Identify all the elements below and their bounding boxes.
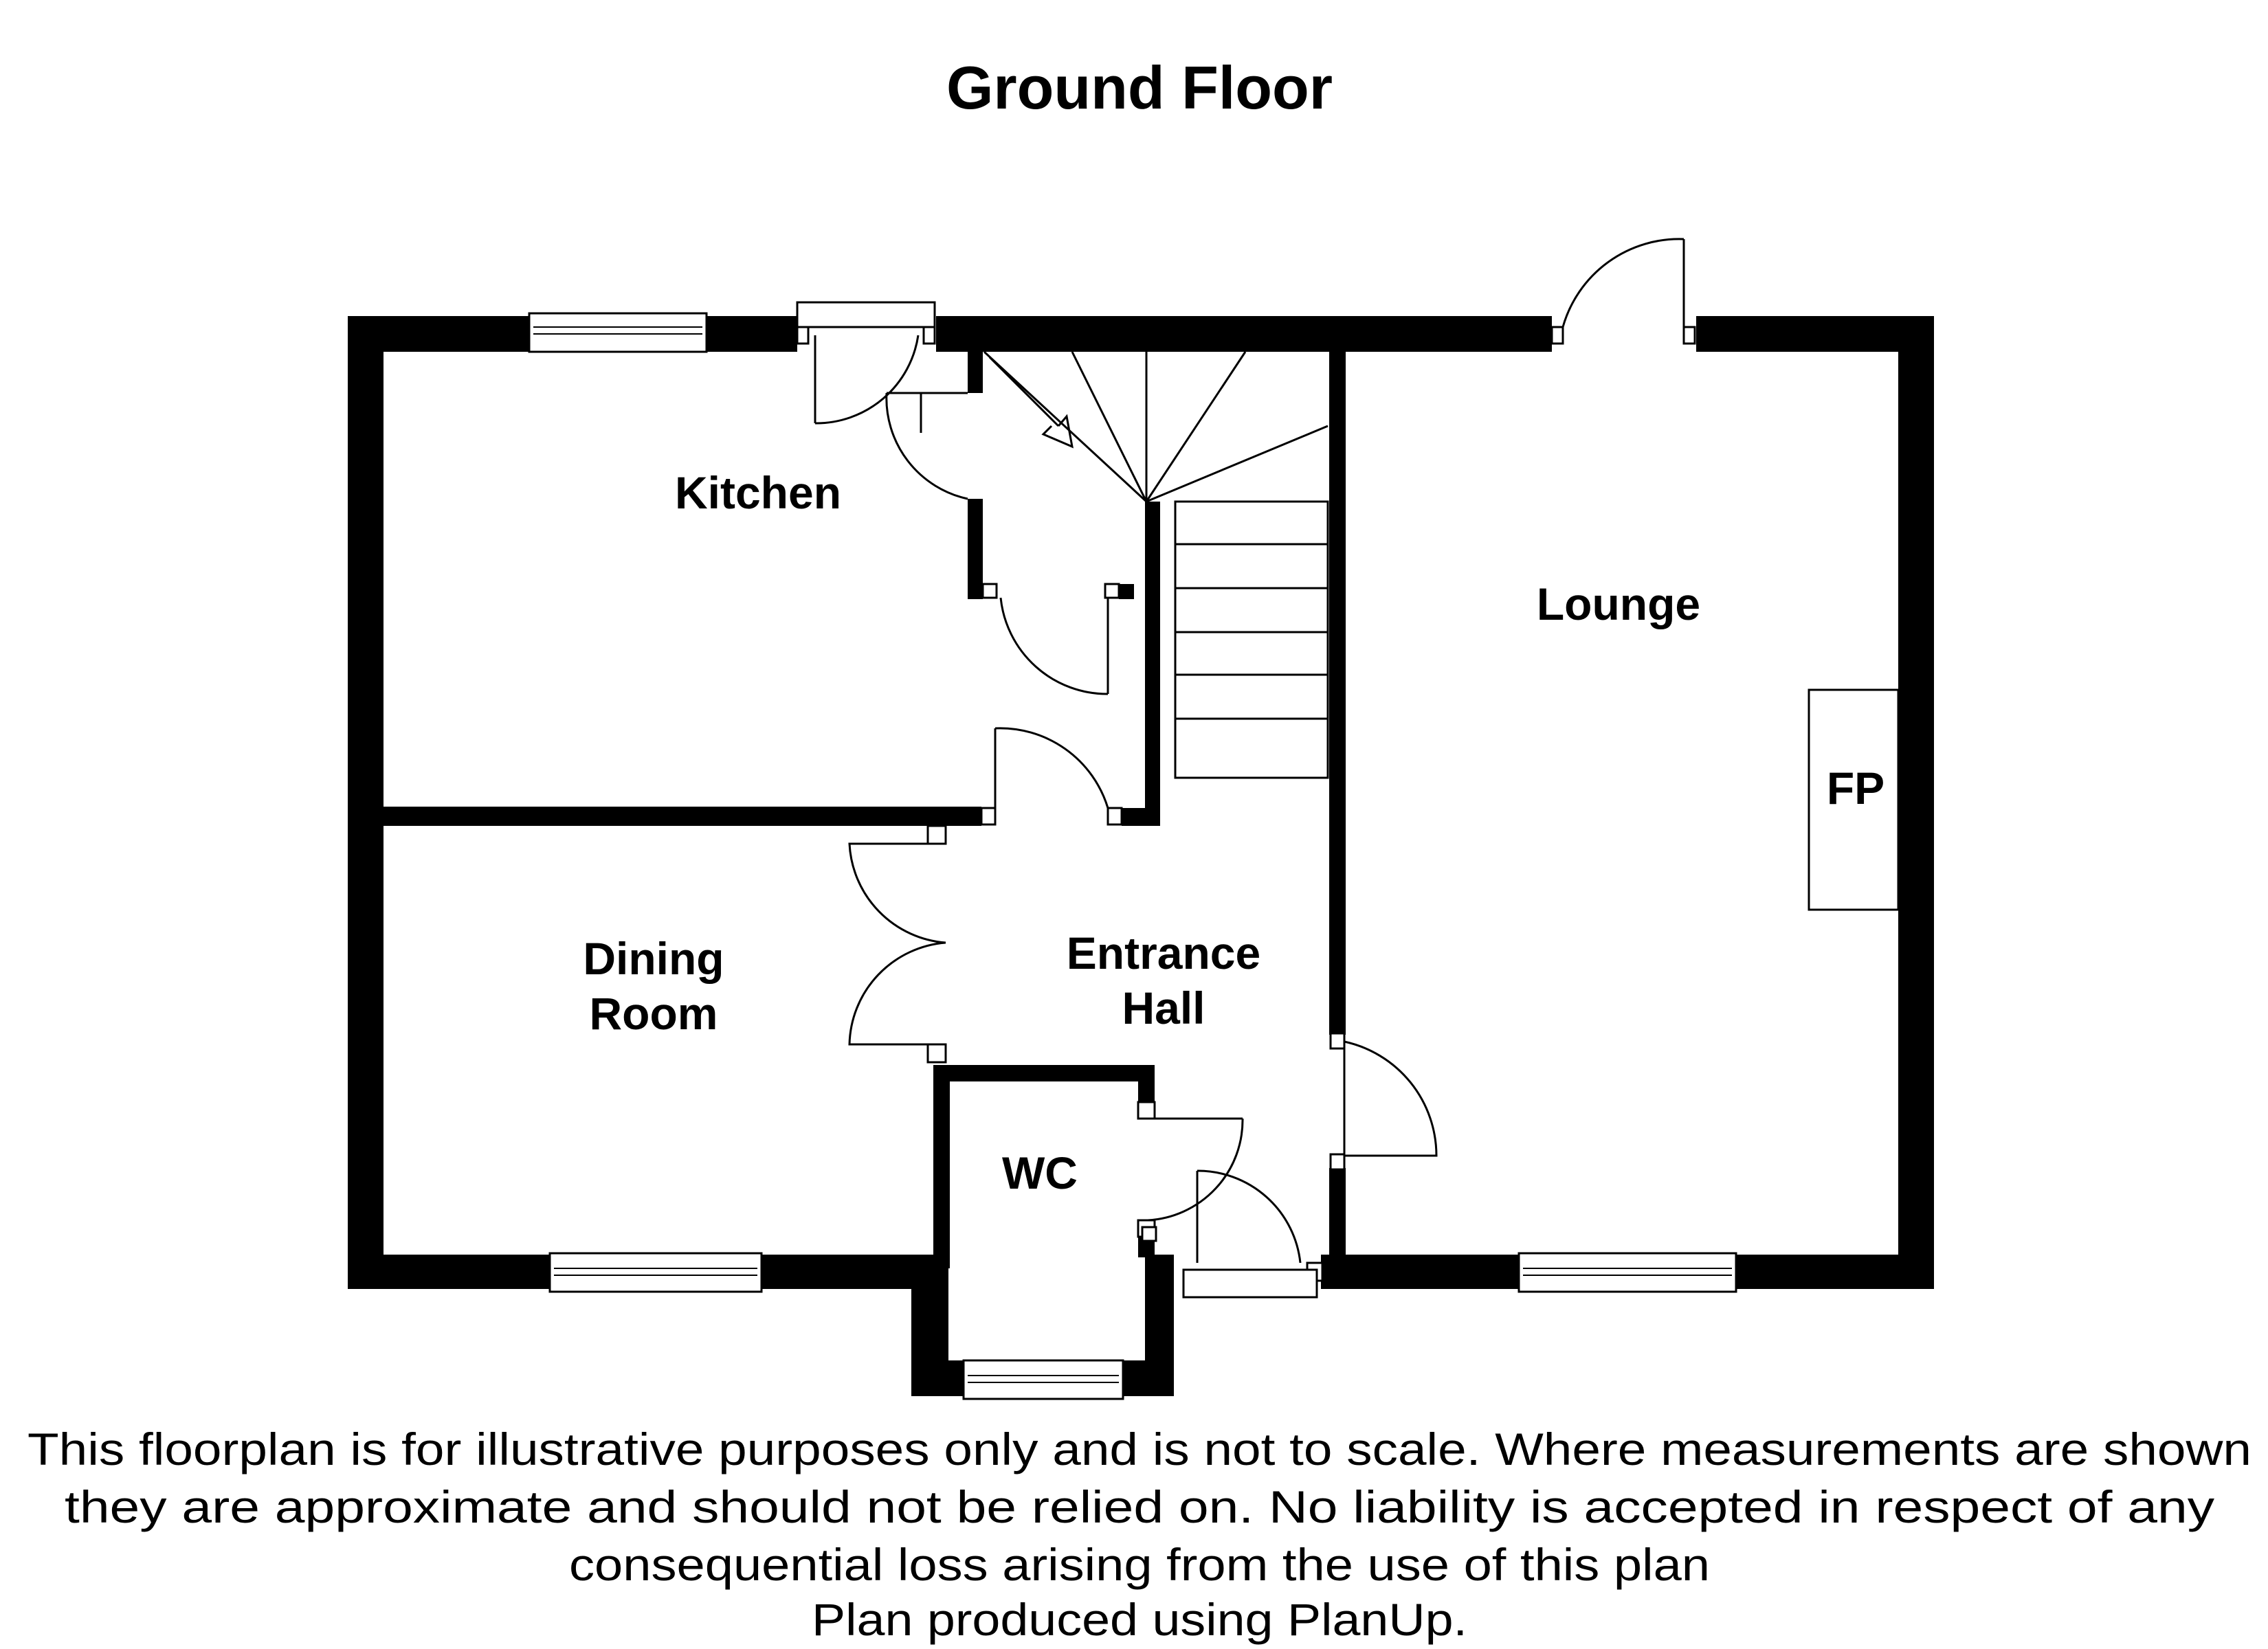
- fireplace-hearth: [1808, 688, 1900, 911]
- staircase: [983, 350, 1329, 779]
- door-jambs: [796, 326, 1696, 1282]
- disclaimer-line: consequential loss arising from the use …: [569, 1539, 1710, 1590]
- room-label-wc: WC: [1002, 1147, 1078, 1198]
- room-label-hall-line2: Hall: [1122, 983, 1205, 1033]
- kitchen-back-door-frame: [796, 301, 936, 328]
- room-label-dining-line2: Room: [590, 988, 718, 1039]
- internal-walls: [382, 350, 1346, 1289]
- room-label-kitchen: Kitchen: [675, 467, 841, 518]
- disclaimer: This floorplan is for illustrative purpo…: [27, 1424, 2252, 1645]
- disclaimer-line: they are approximate and should not be r…: [65, 1481, 2214, 1532]
- door-swings: [814, 238, 1685, 1264]
- room-label-dining-line1: Dining: [583, 933, 724, 984]
- front-door-threshold: [1182, 1268, 1318, 1299]
- window-wc: [962, 1359, 1124, 1400]
- disclaimer-line: This floorplan is for illustrative purpo…: [27, 1424, 2252, 1474]
- external-walls: [348, 316, 1934, 1396]
- floor-title: Ground Floor: [946, 54, 1333, 122]
- disclaimer-line: Plan produced using PlanUp.: [812, 1594, 1467, 1645]
- room-label-fireplace: FP: [1827, 763, 1885, 814]
- window-lounge: [1517, 1252, 1737, 1293]
- room-label-hall-line1: Entrance: [1067, 928, 1260, 978]
- room-label-lounge: Lounge: [1537, 579, 1700, 629]
- window-kitchen: [528, 312, 708, 353]
- window-dining: [548, 1252, 763, 1293]
